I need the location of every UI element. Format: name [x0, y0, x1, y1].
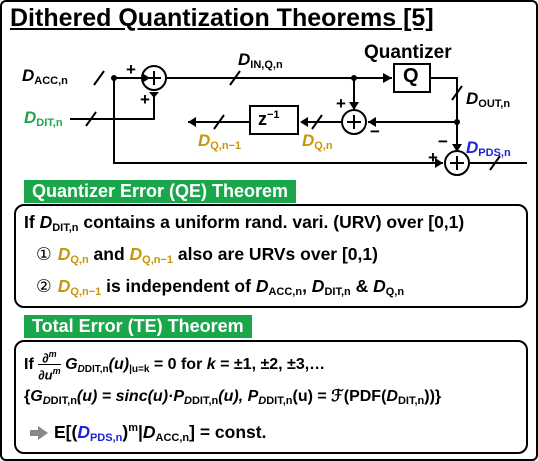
dit-line — [70, 92, 155, 120]
te-line-2: {GDDIT,n(u) = sinc(u)·PDDIT,n(u), PDDIT,… — [24, 388, 442, 407]
arrow-right-icon — [30, 426, 48, 441]
d-acc-label: DACC,n — [22, 66, 68, 87]
delay-block — [249, 105, 299, 135]
sign-minus-2: − — [438, 132, 448, 151]
d-pds-label: DPDS,n — [466, 138, 511, 159]
d-in-q-label: DIN,Q,n — [238, 50, 283, 71]
te-line-1: If ∂m ∂um GDDIT,n(u)|u=k = 0 for k = ±1,… — [24, 349, 326, 383]
d-q-label: DQ,n — [302, 131, 333, 152]
delay-block-label: z−1 — [258, 109, 280, 129]
qe-header: Quantizer Error (QE) Theorem — [24, 180, 297, 203]
quantizer-block — [393, 63, 431, 93]
block-diagram — [70, 63, 527, 176]
sign-plus-2: + — [140, 90, 150, 109]
q-block-label: Q — [403, 65, 419, 87]
sign-minus-1: − — [370, 122, 380, 141]
qe-panel: If DDIT,n contains a uniform rand. vari.… — [14, 204, 528, 308]
d-q-prev-label: DQ,n−1 — [198, 131, 242, 152]
quantizer-label: Quantizer — [364, 42, 452, 63]
sign-plus-3: + — [336, 94, 346, 113]
d-out-label: DOUT,n — [466, 89, 511, 110]
acc-branch — [113, 78, 443, 164]
qe-line-1: If DDIT,n contains a uniform rand. vari.… — [24, 212, 465, 234]
sign-plus-4: + — [428, 148, 438, 167]
sign-plus-1: + — [126, 60, 136, 79]
te-header: Total Error (TE) Theorem — [24, 315, 252, 338]
d-dit-label: DDIT,n — [24, 108, 63, 129]
te-panel: If ∂m ∂um GDDIT,n(u)|u=k = 0 for k = ±1,… — [14, 340, 528, 454]
dout-line — [430, 77, 458, 152]
page-title: Dithered Quantization Theorems [5] — [10, 4, 434, 32]
te-line-3: E[(DPDS,n)m|DACC,n] = const. — [30, 422, 266, 444]
